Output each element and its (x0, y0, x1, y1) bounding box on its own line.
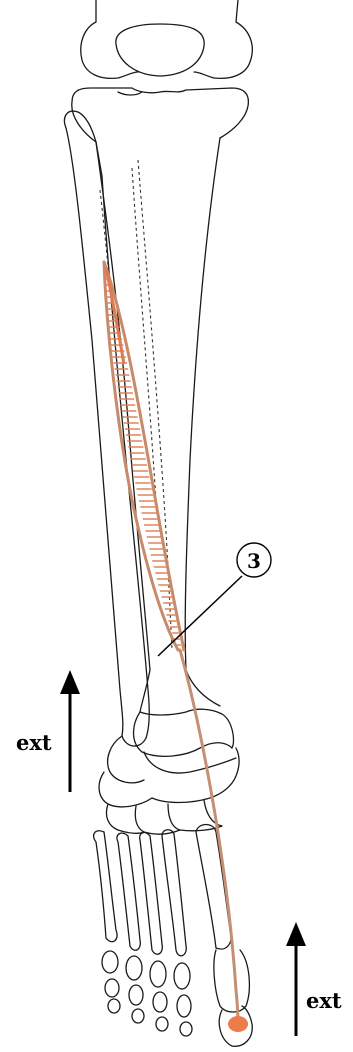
metatarsals (94, 825, 231, 956)
toe-extension-label: ext (306, 988, 342, 1013)
leg-extension-label: ext (16, 730, 52, 755)
patella (116, 24, 204, 76)
leg-extension-arrowhead-icon (60, 670, 80, 694)
callout-number: 3 (247, 549, 261, 573)
femur (81, 0, 253, 78)
tarsals (99, 712, 239, 834)
phalanges (102, 950, 252, 1046)
leg-extension-indicator: ext (16, 670, 80, 792)
tendon-insertion-point (228, 1016, 248, 1032)
toe-extension-indicator: ext (286, 922, 342, 1036)
toe-extension-arrowhead-icon (286, 922, 306, 946)
extensor-hallucis-longus-tendon (180, 650, 238, 1022)
